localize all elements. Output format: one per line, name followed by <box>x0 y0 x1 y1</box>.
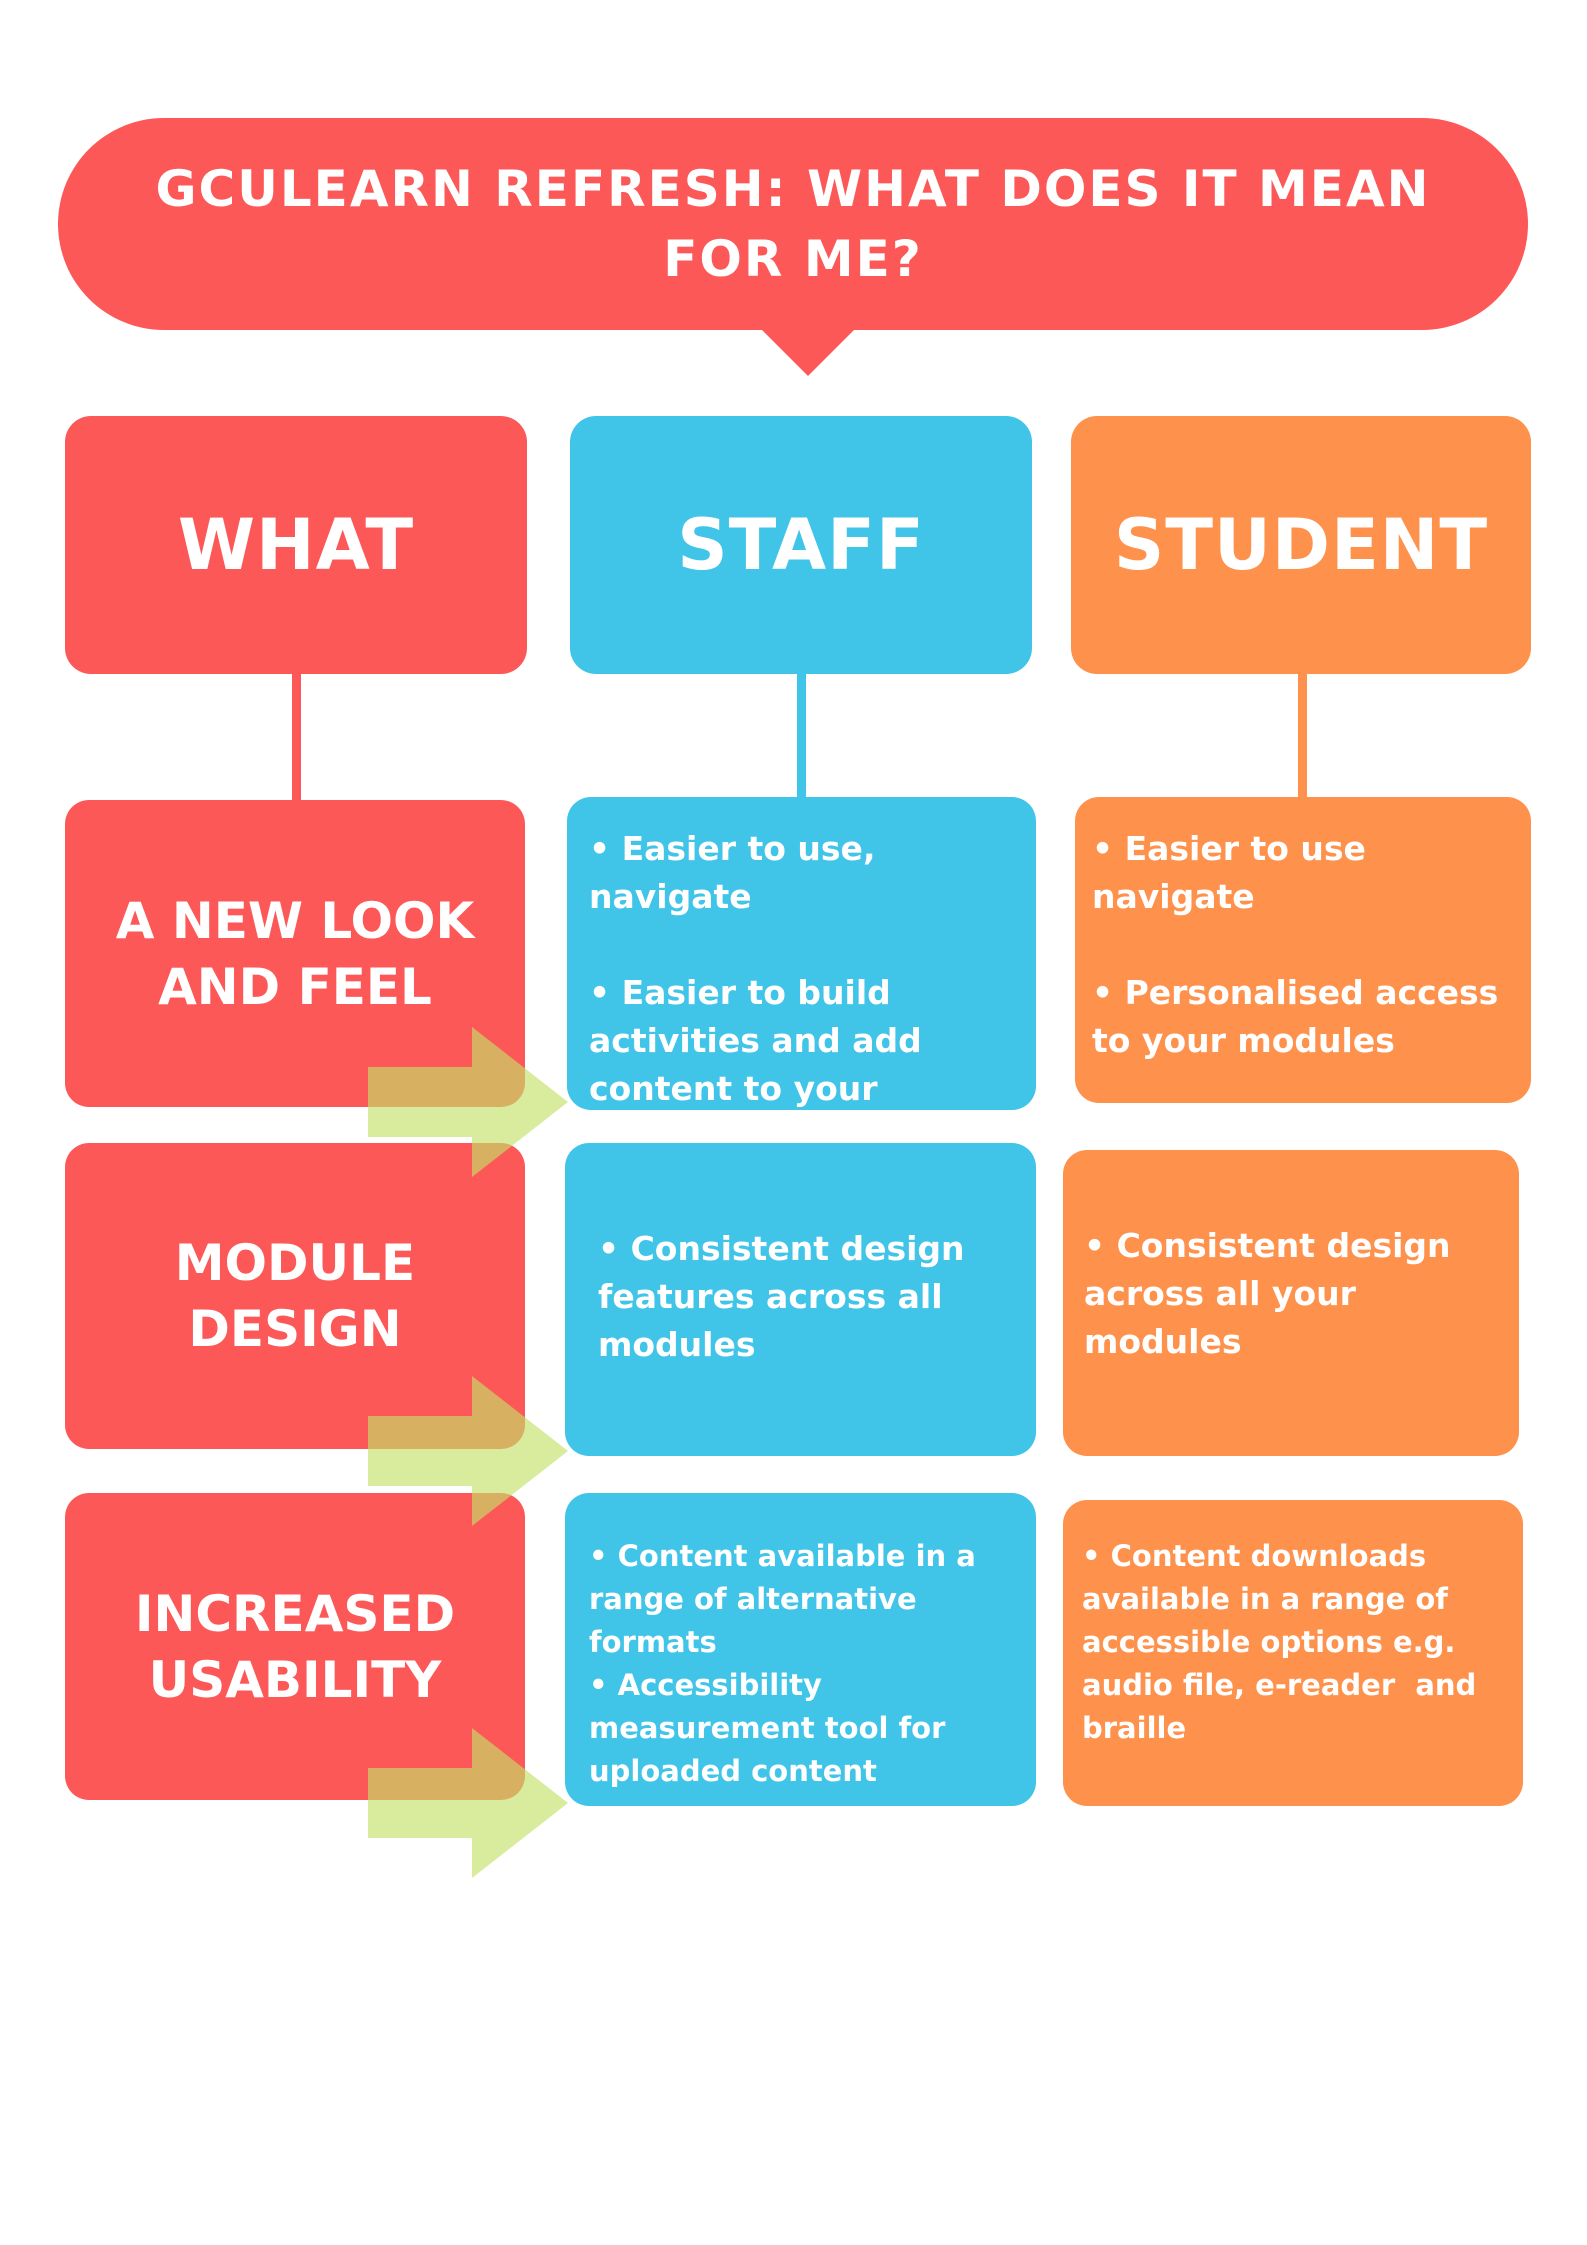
header-student-label: STUDENT <box>1113 504 1489 586</box>
student-point: • Content downloads available in a range… <box>1082 1539 1487 1745</box>
student-point: • Personalised access to your modules <box>1092 973 1499 1060</box>
title-bubble-pointer <box>758 326 858 376</box>
staff-point: • Accessibility measurement tool for upl… <box>589 1668 946 1788</box>
staff-box-module-design: • Consistent design features across all … <box>565 1143 1036 1456</box>
student-point: • Easier to use navigate <box>1092 829 1366 916</box>
right-arrow-icon <box>368 1027 568 1177</box>
student-point: • Consistent design across all your modu… <box>1084 1226 1451 1361</box>
header-what-label: WHAT <box>177 504 415 586</box>
staff-box-look-and-feel: • Easier to use, navigate • Easier to bu… <box>567 797 1036 1156</box>
student-box-increased-usability: • Content downloads available in a range… <box>1063 1500 1523 1806</box>
row-label-text: MODULE DESIGN <box>174 1234 416 1358</box>
student-box-look-and-feel: • Easier to use navigate • Personalised … <box>1075 797 1531 1103</box>
header-staff: STAFF <box>570 416 1032 674</box>
row-label-increased-usability: INCREASED USABILITY <box>65 1493 525 1800</box>
right-arrow-icon <box>368 1376 568 1526</box>
header-student: STUDENT <box>1071 416 1531 674</box>
header-staff-label: STAFF <box>677 504 925 586</box>
page-title: GCULEARN REFRESH: WHAT DOES IT MEAN FOR … <box>155 160 1431 288</box>
staff-box-increased-usability: • Content available in a range of altern… <box>565 1493 1036 1806</box>
title-bubble: GCULEARN REFRESH: WHAT DOES IT MEAN FOR … <box>58 118 1528 330</box>
row-label-text: A NEW LOOK AND FEEL <box>115 891 475 1016</box>
row-label-module-design: MODULE DESIGN <box>65 1143 525 1449</box>
row-label-look-and-feel: A NEW LOOK AND FEEL <box>65 800 525 1107</box>
connector-staff <box>797 674 806 798</box>
header-what: WHAT <box>65 416 527 674</box>
row-label-text: INCREASED USABILITY <box>134 1584 456 1709</box>
staff-point: • Consistent design features across all … <box>598 1229 965 1364</box>
right-arrow-icon <box>368 1728 568 1878</box>
staff-point: • Content available in a range of altern… <box>589 1539 976 1659</box>
connector-what <box>292 674 301 800</box>
student-box-module-design: • Consistent design across all your modu… <box>1063 1150 1519 1456</box>
staff-point: • Easier to build activities and add con… <box>589 973 922 1156</box>
staff-point: • Easier to use, navigate <box>589 829 876 916</box>
connector-student <box>1298 674 1307 798</box>
